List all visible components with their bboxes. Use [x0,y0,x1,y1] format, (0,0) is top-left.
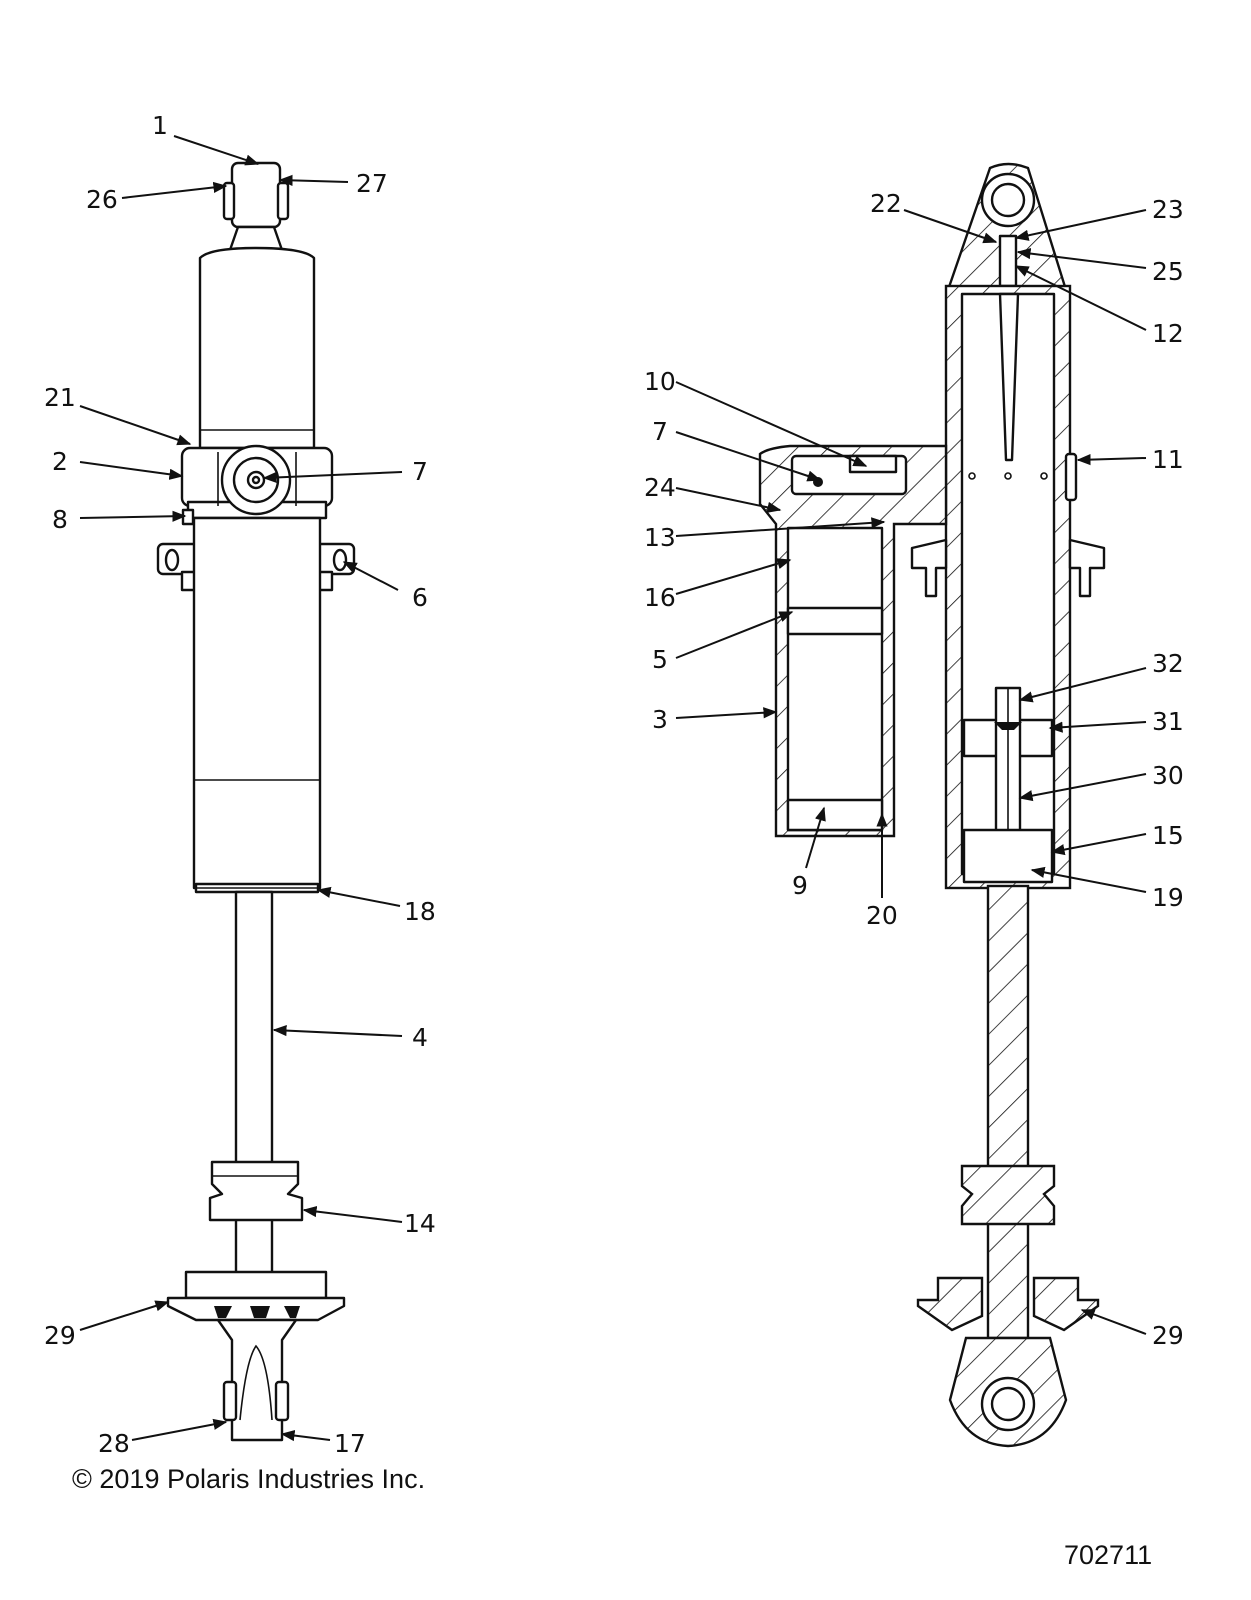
right-callouts: 22 23 25 12 10 7 24 11 13 16 5 3 32 31 3… [644,189,1184,1350]
leader-lines [79,135,1147,1442]
bump-stop [208,1160,304,1222]
callout-3: 3 [652,705,668,734]
shock-body-upper [198,246,316,450]
callout-25: 25 [1152,257,1184,286]
shaft [234,890,274,1306]
section-bump-stop [960,1164,1056,1226]
callout-10: 10 [644,367,676,396]
callout-30: 30 [1152,761,1184,790]
copyright-notice: © 2019 Polaris Industries Inc. [72,1464,425,1494]
callout-6: 6 [412,583,428,612]
callout-4: 4 [412,1023,428,1052]
callout-5: 5 [652,645,668,674]
callout-17: 17 [334,1429,366,1458]
section-piston [962,686,1054,884]
callout-11: 11 [1152,445,1184,474]
left-shock-exterior [156,161,356,1442]
section-spring-seat [916,1276,1100,1332]
callout-31: 31 [1152,707,1184,736]
callout-7: 7 [412,457,428,486]
callout-29-left: 29 [44,1321,76,1350]
callout-2: 2 [52,447,68,476]
left-callouts: 1 26 27 21 2 7 8 6 18 4 14 29 28 17 [44,111,436,1458]
section-bottom-eye [948,1336,1068,1448]
callout-18: 18 [404,897,436,926]
reservoir-head [180,444,334,526]
shock-body-main [192,516,322,894]
callout-20: 20 [866,901,898,930]
callout-23: 23 [1152,195,1184,224]
callout-27: 27 [356,169,388,198]
callout-8: 8 [52,505,68,534]
callout-19: 19 [1152,883,1184,912]
callout-24: 24 [644,473,676,502]
callout-12: 12 [1152,319,1184,348]
callout-28: 28 [98,1429,130,1458]
section-top-eye [946,162,1068,292]
callout-29-right: 29 [1152,1321,1184,1350]
callout-21: 21 [44,383,76,412]
callout-7-right: 7 [652,417,668,446]
callout-14: 14 [404,1209,436,1238]
section-shaft [986,884,1030,1340]
callout-22: 22 [870,189,902,218]
right-shock-section [758,162,1106,1448]
callout-32: 32 [1152,649,1184,678]
top-eyelet [222,161,290,252]
callout-1: 1 [152,111,168,140]
callout-9: 9 [792,871,808,900]
callout-26: 26 [86,185,118,214]
callout-16: 16 [644,583,676,612]
bottom-eyelet [216,1318,298,1442]
section-reservoir [758,444,948,838]
callout-15: 15 [1152,821,1184,850]
spring-seat [166,1270,346,1322]
callout-13: 13 [644,523,676,552]
drawing-number: 702711 [1064,1540,1152,1570]
